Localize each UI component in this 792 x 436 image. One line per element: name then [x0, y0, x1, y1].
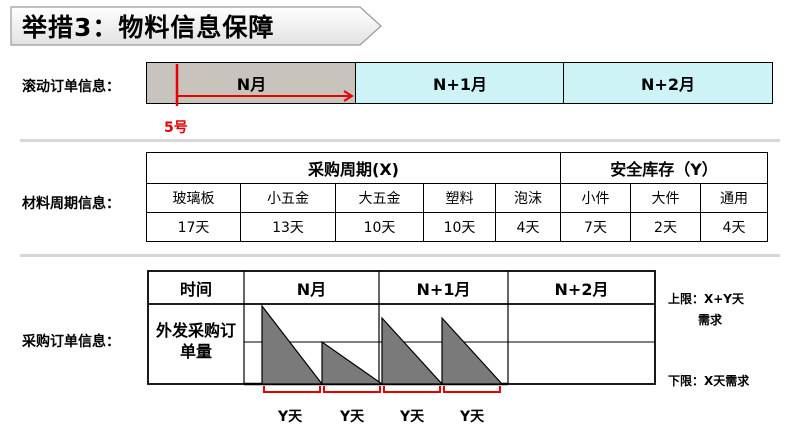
- order-month-n1: N+1月: [416, 279, 471, 299]
- order-triangle: [441, 316, 504, 385]
- material-days: 2天: [630, 212, 701, 242]
- page-title: 举措3：物料信息保障: [22, 13, 275, 42]
- rolling-order-label: 滚动订单信息：: [22, 79, 120, 95]
- rolling-month-n2-label: N+2月: [641, 75, 695, 94]
- material-name: 泡沫: [495, 183, 561, 213]
- material-days: 10天: [423, 212, 496, 242]
- y-days-label: Y天: [340, 409, 365, 425]
- rolling-month-n1-label: N+1月: [433, 75, 487, 94]
- day5-label: 5号: [164, 120, 188, 136]
- upper-limit-note: 上限：X+Y天: [668, 292, 744, 306]
- outsourced-order-qty-label: 外发采购订单量: [156, 321, 237, 361]
- y-bracket: [443, 386, 501, 393]
- order-triangle: [321, 340, 384, 385]
- day5-marker-arrow: [175, 64, 354, 106]
- divider: [20, 254, 780, 257]
- material-name: 大件: [630, 183, 701, 213]
- y-days-label: Y天: [400, 409, 425, 425]
- lower-limit-note: 下限：X天需求: [668, 374, 750, 388]
- upper-limit-note-2: 需求: [698, 313, 723, 327]
- order-month-n2: N+2月: [554, 279, 609, 299]
- y-days-label: Y天: [278, 409, 303, 425]
- y-bracket: [323, 386, 381, 393]
- material-days: 10天: [335, 212, 424, 242]
- material-days: 17天: [146, 212, 241, 242]
- purchase-cycle-header: 采购周期(X): [146, 152, 561, 184]
- order-triangle: [381, 316, 444, 385]
- rolling-month-n2: N+2月: [563, 62, 773, 104]
- material-cycle-table: 采购周期(X) 安全库存（Y） 玻璃板 小五金 大五金 塑料 泡沫 小件 大件 …: [146, 152, 768, 242]
- rolling-month-n1: N+1月: [355, 62, 565, 104]
- material-cycle-label: 材料周期信息：: [22, 196, 120, 212]
- rolling-month-n-label: N月: [236, 75, 267, 94]
- order-month-n: N月: [296, 279, 327, 299]
- order-triangle: [261, 304, 324, 385]
- y-days-label: Y天: [460, 409, 485, 425]
- material-days: 4天: [700, 212, 768, 242]
- material-days: 13天: [240, 212, 336, 242]
- divider: [20, 139, 780, 142]
- material-days: 4天: [495, 212, 561, 242]
- material-name: 塑料: [423, 183, 496, 213]
- title-banner: [10, 6, 382, 46]
- time-header: 时间: [179, 279, 212, 299]
- purchase-order-label: 采购订单信息：: [22, 334, 120, 350]
- y-bracket: [383, 386, 441, 393]
- material-name: 大五金: [335, 183, 424, 213]
- y-bracket: [263, 386, 321, 393]
- material-name: 通用: [700, 183, 768, 213]
